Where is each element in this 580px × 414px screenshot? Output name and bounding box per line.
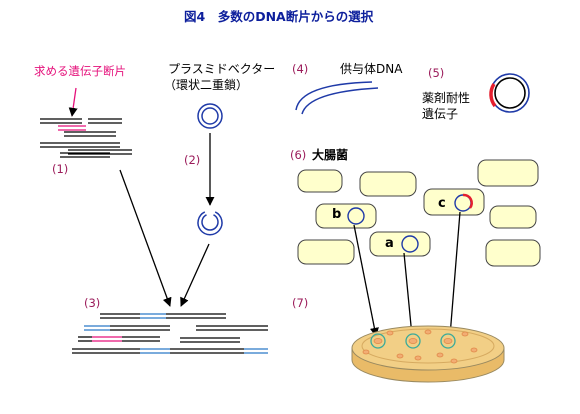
recombinant-dna-mix <box>72 313 268 354</box>
step-2-label: (2) <box>184 153 201 167</box>
petri-dish <box>351 325 505 383</box>
cell-label-b: b <box>332 207 342 222</box>
donor-dna <box>295 81 379 115</box>
step-3-label: (3) <box>84 296 101 310</box>
ecoli-label: 大腸菌 <box>312 148 349 162</box>
step-7-label: (7) <box>292 296 309 310</box>
selection-arrows <box>353 211 461 337</box>
arrow-vector-to-ligation <box>180 243 210 307</box>
resistance-plasmid <box>489 73 530 113</box>
plasmid-circle <box>197 103 223 129</box>
cell-label-c: c <box>438 196 446 211</box>
arrow-fragments-to-ligation <box>119 169 172 307</box>
plasmid-vector-label: プラスミドベクター <box>168 62 276 76</box>
target-gene-label: 求める遺伝子断片 <box>34 64 126 78</box>
step-6-label: (6) <box>290 148 307 162</box>
colonies <box>362 329 478 364</box>
target-pointer-arrow <box>68 87 78 117</box>
cell-plasmids <box>347 193 473 253</box>
step-1-label: (1) <box>52 162 69 176</box>
circular-double-label: （環状二重鎖） <box>164 78 249 92</box>
drug-resistance-label-1: 薬剤耐性 <box>422 91 471 105</box>
figure-title: 図4 多数のDNA断片からの選択 <box>184 9 374 24</box>
ecoli-cells <box>297 159 541 267</box>
cut-plasmid <box>197 211 223 236</box>
drug-resistance-label-2: 遺伝子 <box>422 107 459 121</box>
step-4-label: (4) <box>292 62 309 76</box>
step-5-label: (5) <box>428 66 445 80</box>
cell-label-a: a <box>385 236 394 251</box>
dna-fragments <box>40 118 132 158</box>
target-gene-fragment <box>58 125 86 131</box>
donor-dna-label: 供与体DNA <box>340 62 403 76</box>
selected-colony-rings <box>370 333 456 349</box>
